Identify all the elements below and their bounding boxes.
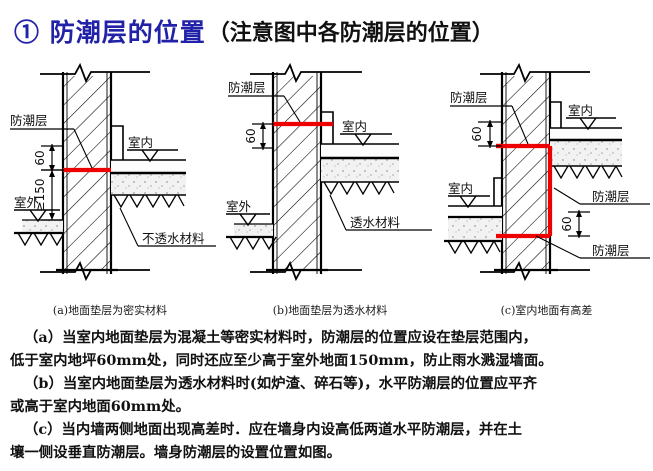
notes-block: （a）当室内地面垫层为混凝土等密实材料时，防潮层的位置应设在垫层范围内， 低于室… (10, 326, 647, 464)
note-line: （a）当室内地面垫层为混凝土等密实材料时，防潮层的位置应设在垫层范围内， (24, 329, 537, 346)
indoor-lower-bedding (448, 217, 502, 241)
indoor-upper-bedding (550, 140, 622, 166)
label-damp-proof-top: 防潮层 (450, 90, 488, 105)
leader-material (119, 207, 139, 247)
earth-hatch-indoor (323, 181, 395, 196)
label-material: 透水材料 (350, 215, 401, 230)
dimension-60-bottom (568, 210, 590, 238)
label-damp-proof: 防潮层 (228, 80, 266, 95)
figure-a-caption: (a)地面垫层为密实材料 (52, 304, 168, 317)
earth-hatch-outdoor (17, 232, 65, 247)
leader-damp-proof-mid (553, 187, 581, 205)
break-line-top (40, 62, 150, 84)
label-outdoor: 室外 (14, 195, 40, 210)
dimension-150 (41, 169, 64, 221)
outdoor-level-triangle (29, 209, 47, 223)
leader-damp-proof-bottom (535, 235, 581, 259)
break-line-top (250, 62, 362, 84)
indoor-bedding-layer (321, 158, 399, 182)
label-outdoor: 室外 (226, 199, 252, 214)
leader-material (329, 194, 347, 231)
wall-hatch (63, 76, 111, 270)
figure-a: 防潮层 室内 室外 不透水材料 60 ≥150 (a)地面垫层为密实材料 (0, 58, 220, 320)
figure-b: 防潮层 室内 室外 透水材料 60 (b)地面垫层为透水材料 (220, 58, 440, 320)
indoor-level-triangle (141, 149, 159, 163)
dim-label-60: 60 (33, 150, 47, 165)
indoor-upper-level-triangle (579, 117, 597, 131)
label-indoor-upper: 室内 (568, 103, 593, 118)
note-line: 低于室内地坪60mm处，同时还应至少高于室外地面150mm，防止雨水溅湿墙面。 (10, 352, 553, 369)
page-title: ① 防潮层的位置 （注意图中各防潮层的位置） (14, 11, 639, 51)
dimension-60-top (478, 120, 502, 148)
title-main-text: 防潮层的位置 (49, 18, 206, 47)
figure-b-caption: (b)地面垫层为透水材料 (272, 304, 388, 317)
earth-hatch-lower (447, 240, 501, 255)
page-title-main: ① 防潮层的位置 (14, 13, 206, 49)
earth-hatch-outdoor (229, 236, 277, 251)
note-line: （c）当内墙两侧地面出现高差时．应在墙身内设高低两道水平防潮层，并在土 (24, 421, 523, 438)
label-indoor: 室内 (342, 119, 367, 134)
label-damp-proof: 防潮层 (10, 113, 48, 128)
indoor-level-triangle (354, 133, 372, 147)
label-damp-proof-bottom: 防潮层 (592, 243, 630, 258)
note-line: （b）当室内地面垫层为透水材料时(如炉渣、碎石等)，水平防潮层的位置应平齐 (24, 375, 537, 392)
outdoor-ground-layer (234, 224, 273, 237)
figure-c-caption: (c)室内地面有高差 (500, 304, 593, 317)
indoor-lower-level-triangle (459, 195, 477, 209)
wall-hatch (273, 76, 321, 270)
figure-row: 防潮层 室内 室外 不透水材料 60 ≥150 (a)地面垫层为密实材料 (0, 58, 653, 320)
figure-c: 防潮层 室内 室内 防潮层 防潮层 60 60 (c)室内地面有高差 (440, 58, 653, 320)
break-line-top (480, 62, 590, 84)
dimension-60 (252, 122, 274, 150)
note-line: 或高于室内地面60mm处。 (10, 398, 190, 415)
indoor-bedding-layer (111, 173, 186, 195)
damp-proof-course-red (496, 143, 553, 239)
dim-label-150: ≥150 (33, 179, 47, 212)
label-indoor: 室内 (128, 135, 153, 150)
page-title-sub: （注意图中各防潮层的位置） (207, 20, 494, 46)
label-material: 不透水材料 (142, 231, 205, 246)
dim-label-60: 60 (244, 128, 258, 143)
outdoor-level-triangle (239, 213, 257, 227)
outdoor-ground-layer (22, 220, 63, 233)
note-line: 壤一侧设垂直防潮层。墙身防潮层的设置位置如图。 (10, 444, 341, 461)
dim-label-60-top: 60 (470, 126, 484, 141)
dim-label-60-bottom: 60 (560, 216, 574, 231)
label-indoor-lower: 室内 (448, 181, 473, 196)
wall-hatch (502, 76, 550, 270)
earth-hatch-indoor (113, 194, 185, 209)
title-number: ① (14, 18, 41, 47)
label-damp-proof-mid: 防潮层 (592, 189, 630, 204)
earth-hatch-upper (553, 165, 623, 180)
